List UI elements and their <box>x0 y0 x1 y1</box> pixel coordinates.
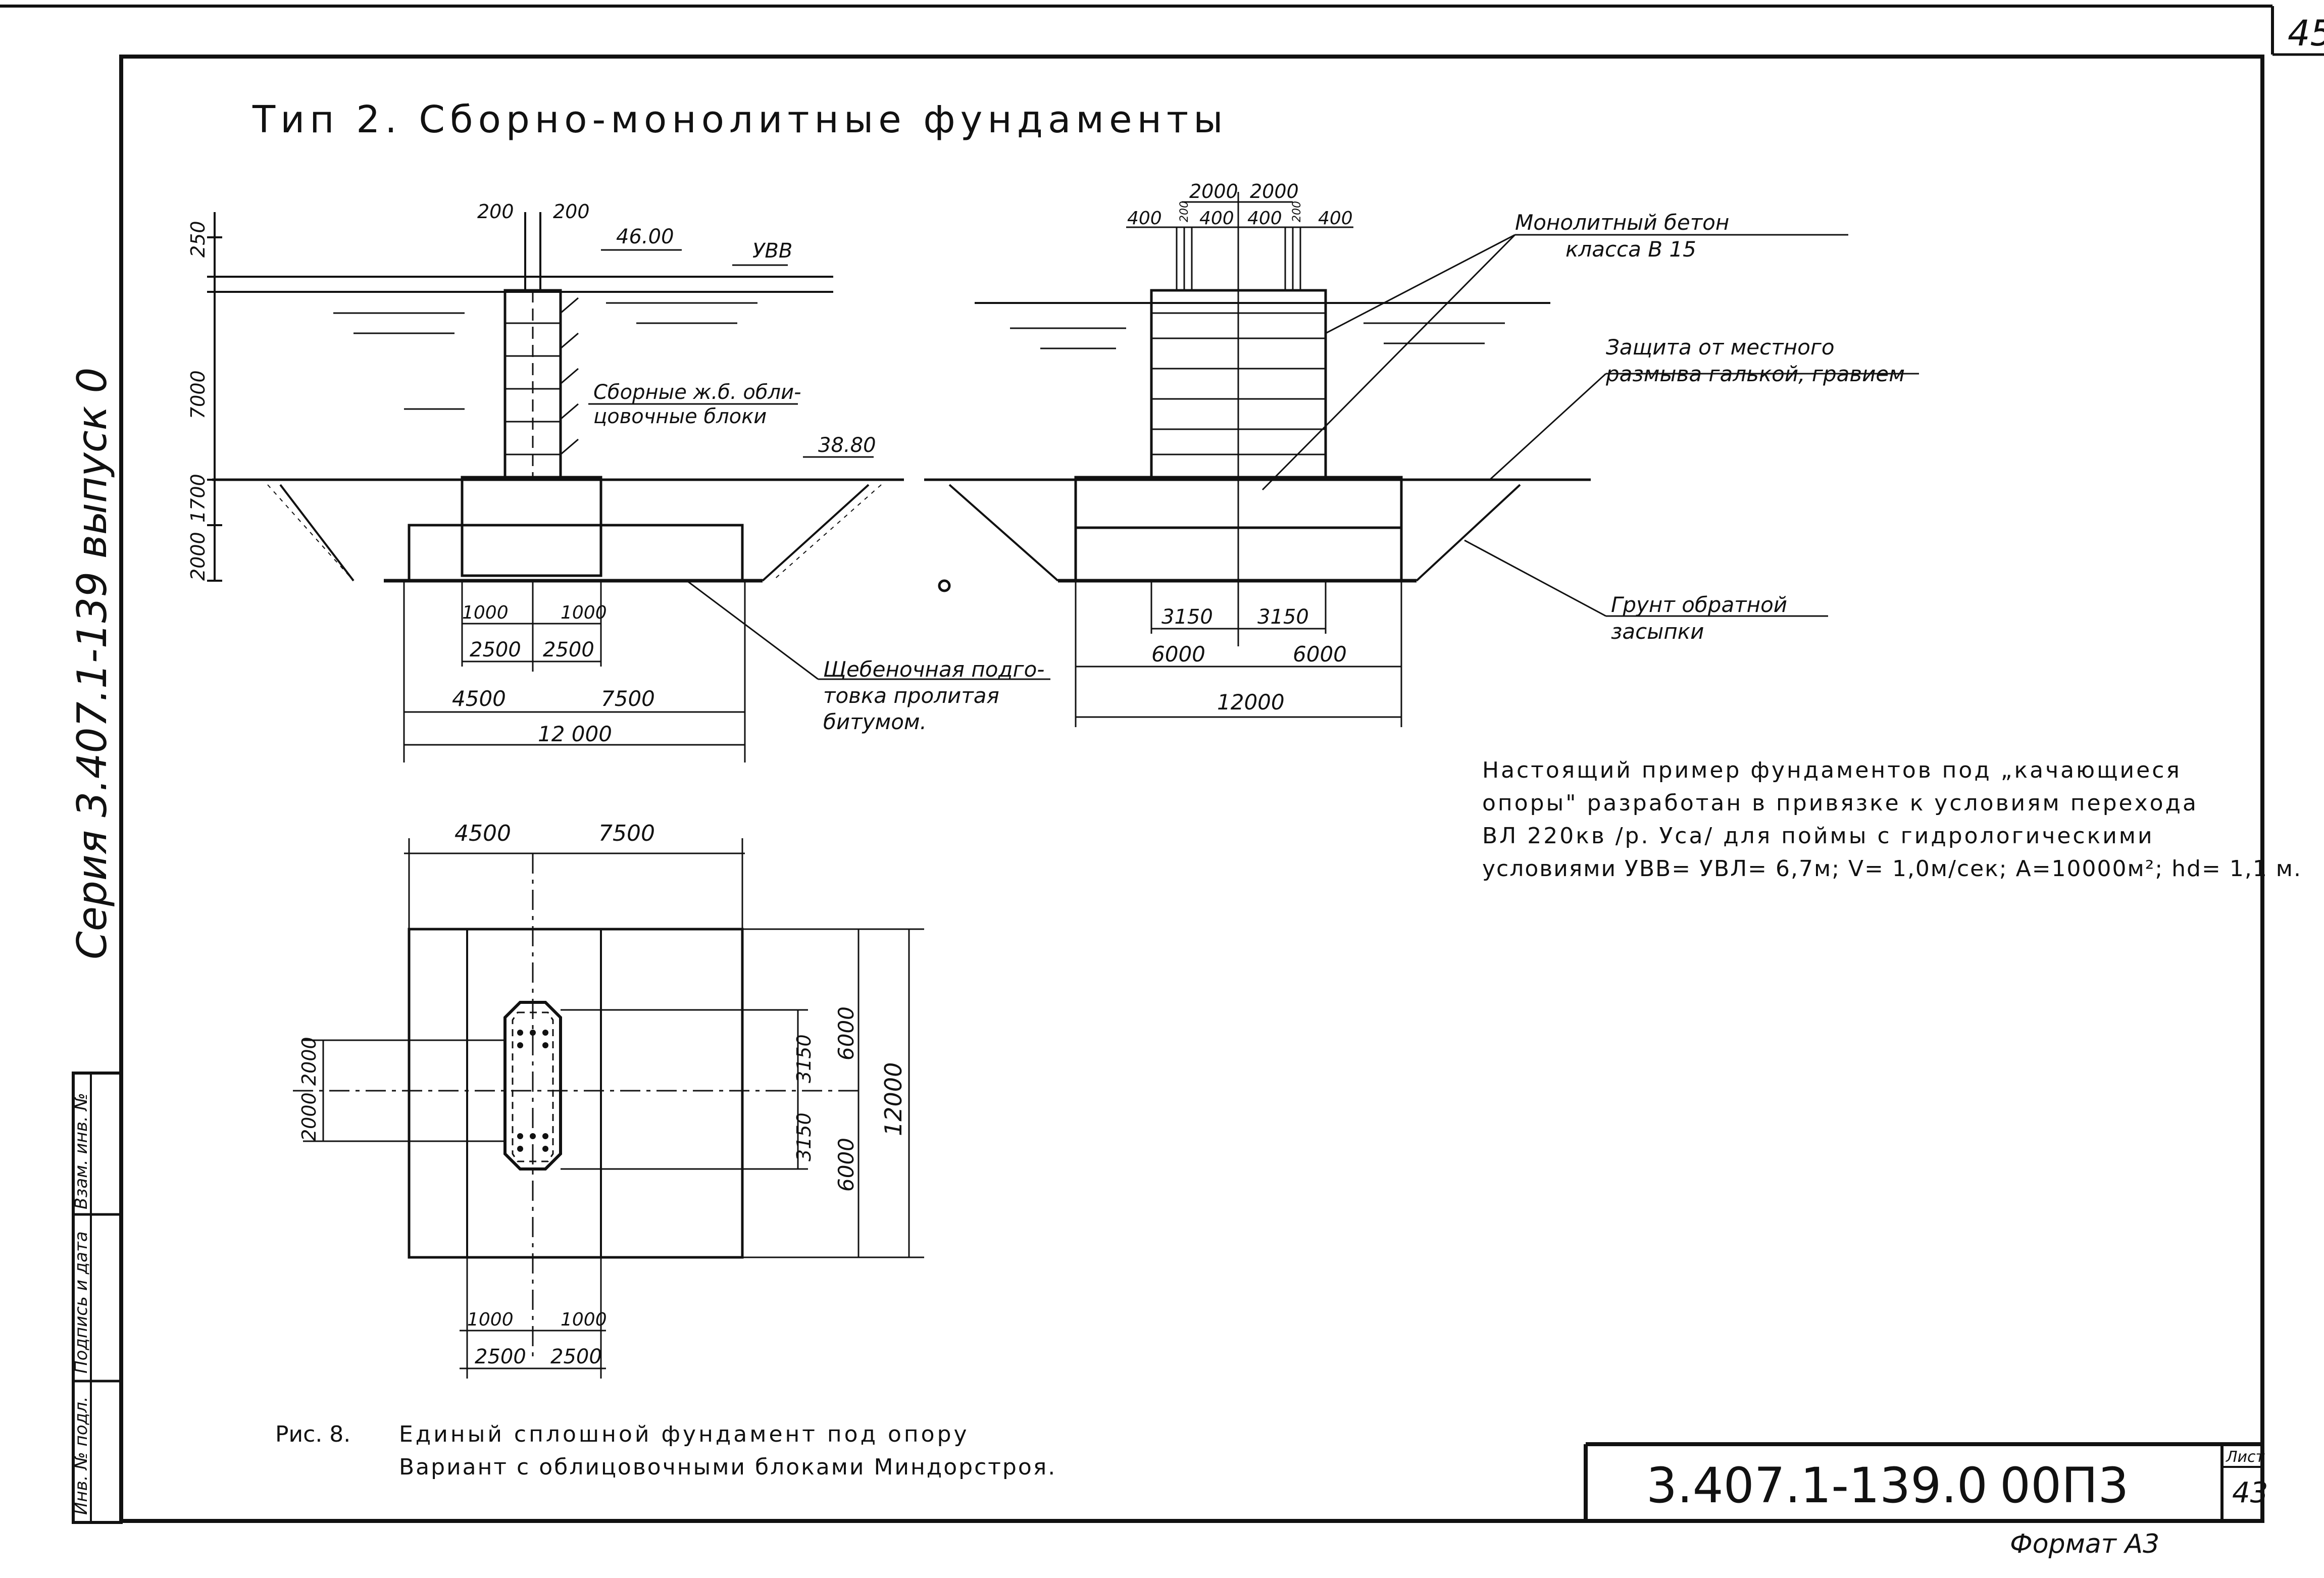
height-dim-1700: 1700 <box>187 474 209 523</box>
gravel-line1: Щебеночная подго- <box>823 657 1044 682</box>
right-bottom-dim-3150a: 3150 <box>1161 605 1213 629</box>
stamp-cell-replacement-inventory: Взам. инв. № <box>71 1093 91 1209</box>
left-bottom-dim-1000a: 1000 <box>462 602 509 623</box>
right-total-width: 12000 <box>1217 690 1285 715</box>
left-bottom-dimensions <box>403 581 746 762</box>
left-bottom-dim-7500: 7500 <box>601 686 655 711</box>
marker-circle <box>938 579 951 592</box>
stamp-cell-signature-date: Подпись и дата <box>71 1231 91 1373</box>
left-top-dim-2: 200 <box>553 200 590 223</box>
plan-bottom-dim-2500a: 2500 <box>475 1345 526 1368</box>
right-top-dim-400b: 400 <box>1199 208 1234 229</box>
right-top-small-dim-b: 200 <box>1291 201 1303 222</box>
protection-line2: размыва галькой, гравием <box>1605 362 1905 386</box>
note-line4: условиями УВВ= УВЛ= 6,7м; V= 1,0м/сек; A… <box>1482 856 2302 882</box>
callout-leaders <box>1261 234 1919 617</box>
sheet-code-suffix: 00П3 <box>2000 1457 2129 1514</box>
page-title: Тип 2. Сборно-монолитные фундаменты <box>252 98 1228 141</box>
stamp-cell-original-inventory: Инв. № подл. <box>71 1396 91 1515</box>
right-top-dim-2000b: 2000 <box>1250 180 1299 202</box>
right-top-small-dim-a: 200 <box>1178 201 1191 222</box>
gravel-line2: товка пролитая <box>823 683 999 708</box>
plan-left-dim-2000b: 2000 <box>298 1092 320 1141</box>
plan-top-dim-7500: 7500 <box>598 821 655 846</box>
caption-number: Рис. 8. <box>275 1421 350 1447</box>
right-bottom-dim-6000a: 6000 <box>1151 642 1205 667</box>
concrete-line2: класса В 15 <box>1565 237 1696 262</box>
side-stamp: Инв. № подл. Подпись и дата Взам. инв. № <box>71 1072 123 1524</box>
plan-view <box>293 838 924 1379</box>
plan-right-dim-3150b: 3150 <box>793 1112 815 1161</box>
height-dim-7000: 7000 <box>187 370 209 419</box>
ground-elevation: 38.80 <box>818 434 876 457</box>
plan-right-total: 12000 <box>880 1062 907 1136</box>
left-bottom-dim-4500: 4500 <box>452 686 506 711</box>
uvv-label: УВВ <box>752 239 792 263</box>
right-bottom-dimensions <box>1075 581 1402 727</box>
right-bottom-dim-3150b: 3150 <box>1257 605 1309 629</box>
concrete-line1: Монолитный бетон <box>1515 210 1729 235</box>
list-label: Лист <box>2226 1448 2265 1466</box>
caption-line1: Единый сплошной фундамент под опору <box>399 1421 970 1447</box>
right-top-dim-2000a: 2000 <box>1189 180 1238 202</box>
height-dim-2000: 2000 <box>187 532 209 581</box>
block-label-line1: Сборные ж.б. обли- <box>593 381 801 404</box>
note-line1: Настоящий пример фундаментов под „качающ… <box>1482 757 2182 783</box>
list-number: 43 <box>2232 1477 2268 1509</box>
plan-top-dim-4500: 4500 <box>454 821 511 846</box>
note-line3: ВЛ 220кв /р. Уса/ для поймы с гидрологич… <box>1482 823 2154 849</box>
top-page-number: 45 <box>2288 13 2324 54</box>
plan-right-dim-6000a: 6000 <box>834 1006 858 1060</box>
left-bottom-dim-1000b: 1000 <box>561 602 607 623</box>
gravel-line3: битумом. <box>823 709 927 734</box>
note-line2: опоры" разработан в привязке к условиям … <box>1482 790 2198 816</box>
left-bottom-dim-2500b: 2500 <box>543 638 594 661</box>
plan-bottom-dim-2500b: 2500 <box>550 1345 602 1368</box>
series-label: Серия 3.407.1-139 выпуск 0 <box>69 368 116 959</box>
title-block <box>1584 1442 2262 1521</box>
gravel-leader <box>686 580 819 680</box>
format-label: Формат А3 <box>2010 1529 2159 1559</box>
plan-right-dim-3150a: 3150 <box>793 1034 815 1083</box>
right-top-dim-400a: 400 <box>1127 208 1162 229</box>
left-total-width: 12 000 <box>538 722 612 746</box>
left-top-dim-1: 200 <box>477 200 514 223</box>
top-elevation: 46.00 <box>616 225 674 248</box>
right-top-dim-400c: 400 <box>1247 208 1282 229</box>
right-bottom-dim-6000b: 6000 <box>1293 642 1347 667</box>
sheet-code: 3.407.1-139.0 <box>1646 1457 1988 1514</box>
plan-bottom-dim-1000a: 1000 <box>467 1309 514 1330</box>
caption-line2: Вариант с облицовочными блоками Миндорст… <box>399 1454 1056 1480</box>
left-bottom-dim-2500a: 2500 <box>470 638 521 661</box>
plan-bottom-dim-1000b: 1000 <box>561 1309 607 1330</box>
protection-line1: Защита от местного <box>1606 335 1835 360</box>
plan-left-dim-2000a: 2000 <box>298 1037 320 1086</box>
block-label-line2: цовочные блоки <box>593 405 767 428</box>
backfill-line1: Грунт обратной <box>1611 592 1787 617</box>
right-section <box>924 192 1591 646</box>
backfill-line2: засыпки <box>1611 619 1704 644</box>
left-height-dimensions <box>207 212 222 582</box>
right-top-dim-400d: 400 <box>1318 208 1353 229</box>
height-dim-250: 250 <box>187 221 209 258</box>
left-section <box>207 212 904 672</box>
plan-right-dim-6000b: 6000 <box>834 1138 858 1192</box>
